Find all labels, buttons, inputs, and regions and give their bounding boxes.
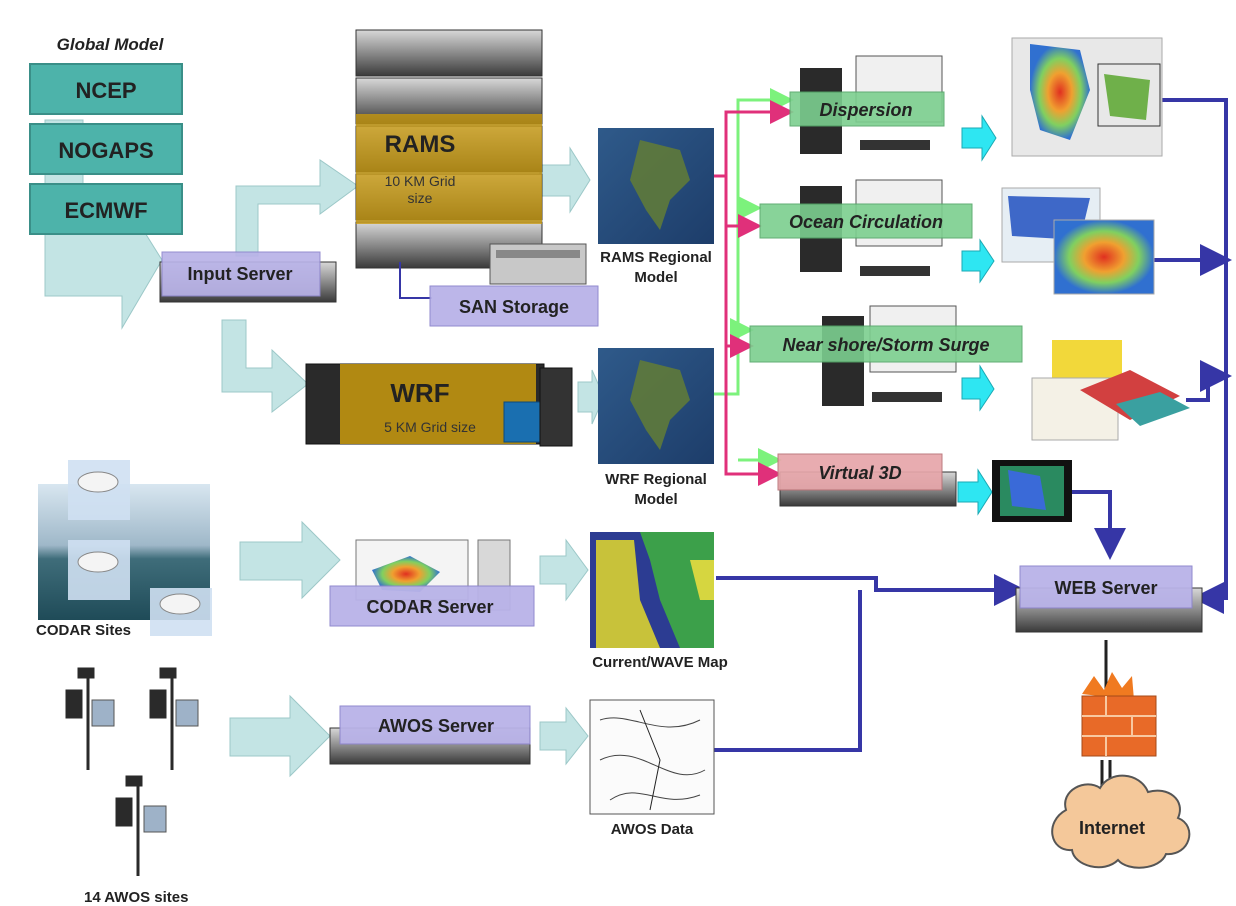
wrf-regional-line1: WRF Regional: [605, 471, 707, 488]
arrow-awos-to-data: [539, 706, 589, 766]
awos-sites-label: 14 AWOS sites: [84, 889, 189, 906]
rams-regional-line1: RAMS Regional: [600, 249, 712, 266]
san-storage-label: SAN Storage: [459, 297, 569, 317]
arrow-awos-sites: [229, 694, 331, 778]
rams-title: RAMS: [385, 131, 456, 158]
wrf-cluster: WRF 5 KM Grid size: [305, 363, 573, 447]
input-server: Input Server: [159, 251, 337, 303]
internet-label: Internet: [1079, 818, 1145, 838]
wrf-regional-map: WRF Regional Model: [598, 348, 714, 508]
web-server-label: WEB Server: [1054, 578, 1157, 598]
global-model-title: Global Model: [57, 35, 165, 54]
san-storage-box: [429, 285, 599, 327]
current-wave-label: Current/WAVE Map: [592, 654, 728, 671]
pink-links: [714, 100, 794, 486]
rams-regional-line2: Model: [634, 269, 677, 286]
arrow-codar-sites: [239, 520, 341, 600]
wrf-regional-line2: Model: [634, 491, 677, 508]
input-server-label: Input Server: [187, 264, 292, 284]
web-server: WEB Server: [1015, 565, 1203, 633]
arrow-input-to-rams: [235, 159, 359, 257]
san-storage: SAN Storage: [399, 243, 599, 327]
app-storm-surge-label: Near shore/Storm Surge: [782, 335, 989, 355]
storm-surge-output-image: [1031, 340, 1190, 441]
awos-data-map: AWOS Data: [589, 699, 715, 838]
app-virtual3d-label: Virtual 3D: [818, 463, 901, 483]
rams-regional-map: RAMS Regional Model: [598, 128, 714, 286]
ocean-output-image: [1001, 187, 1155, 295]
big-arrows: [44, 119, 605, 778]
arrow-codar-to-map: [539, 538, 589, 602]
codar-sites-label: CODAR Sites: [36, 622, 131, 639]
model-nogaps-label: NOGAPS: [58, 138, 153, 163]
rams-server-stack: RAMS 10 KM Grid size: [355, 29, 543, 269]
awos-sites: 14 AWOS sites: [65, 667, 199, 906]
model-ecmwf-label: ECMWF: [64, 198, 147, 223]
model-ncep-label: NCEP: [75, 78, 136, 103]
current-wave-map: Current/WAVE Map: [590, 532, 728, 671]
wrf-title: WRF: [390, 378, 449, 408]
codar-sites-photo: CODAR Sites: [36, 460, 212, 639]
model-nogaps: NOGAPS: [29, 123, 183, 175]
dispersion-output-image: [1011, 37, 1163, 157]
model-ncep: NCEP: [29, 63, 183, 115]
wrf-grid: 5 KM Grid size: [384, 419, 476, 435]
arrow-input-to-wrf: [221, 319, 309, 414]
internet-cloud: Internet: [1051, 774, 1191, 869]
arrow-rams-to-map: [539, 146, 591, 214]
workstation-ocean: Ocean Circulation: [759, 179, 973, 276]
app-ocean-label: Ocean Circulation: [789, 212, 943, 232]
rams-grid-line2: size: [408, 190, 433, 206]
awos-server: AWOS Server: [329, 705, 531, 765]
model-ecmwf: ECMWF: [29, 183, 183, 235]
rams-grid-line1: 10 KM Grid: [385, 173, 456, 189]
global-models: NCEP NOGAPS ECMWF: [29, 63, 183, 235]
virtual3d-output-image: [992, 460, 1072, 522]
firewall-icon: [1081, 672, 1157, 757]
app-dispersion-label: Dispersion: [819, 100, 912, 120]
codar-server: CODAR Server: [329, 539, 535, 627]
blue-links: [712, 98, 1232, 790]
workstation-dispersion: Dispersion: [789, 55, 945, 154]
awos-data-label: AWOS Data: [611, 821, 694, 838]
awos-server-label: AWOS Server: [378, 716, 494, 736]
workstation-storm-surge: Near shore/Storm Surge: [749, 305, 1023, 406]
rams-overlay: [356, 114, 542, 224]
codar-server-label: CODAR Server: [366, 597, 493, 617]
intel-logo: [503, 401, 543, 443]
server-virtual3d: Virtual 3D: [777, 453, 957, 507]
cyan-arrows: [957, 114, 997, 516]
